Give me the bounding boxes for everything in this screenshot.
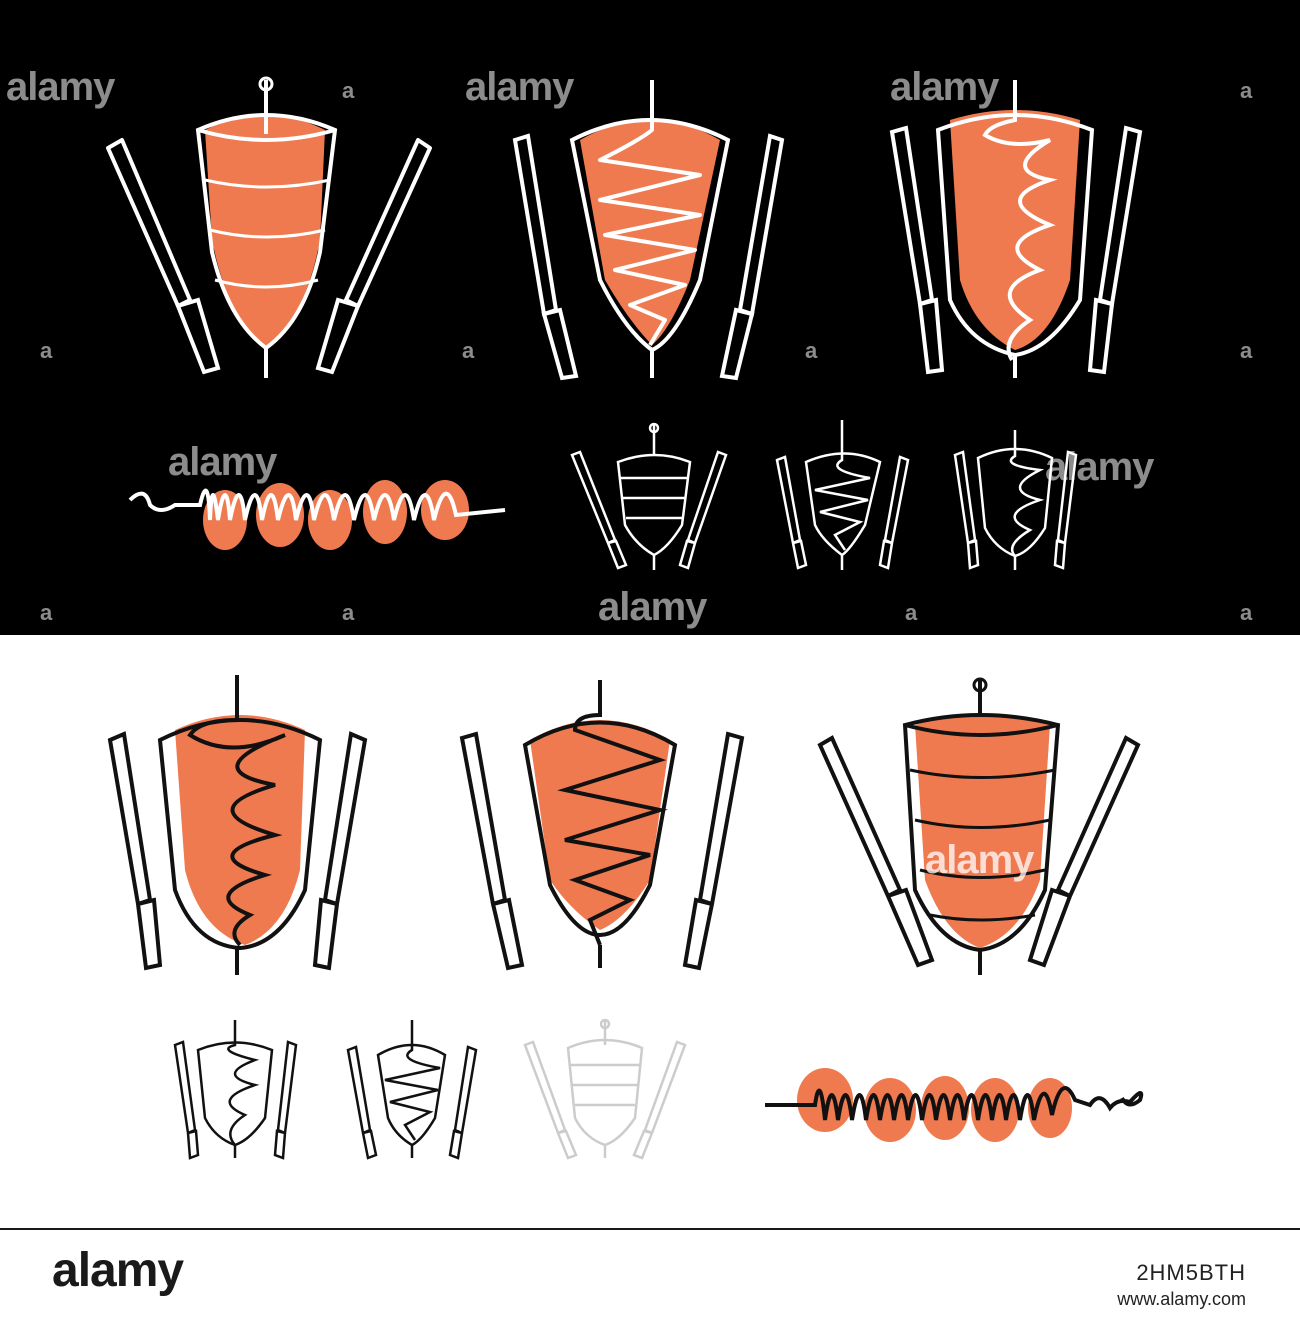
skewer-icon-light <box>765 1068 1144 1142</box>
doner-outline-light-3 <box>523 1018 687 1160</box>
doner-outline-light-1 <box>173 1020 298 1160</box>
doner-outline-light-2 <box>346 1020 478 1160</box>
watermark-letter: a <box>1240 600 1253 625</box>
image-id: 2HM5BTH <box>1136 1260 1246 1285</box>
watermark-letter: a <box>40 600 53 625</box>
watermark-letter: a <box>905 600 918 625</box>
footer-bar <box>0 1228 1300 1318</box>
watermark-letter: a <box>805 338 818 363</box>
alamy-logo: alamy <box>52 1244 184 1297</box>
footer-url[interactable]: www.alamy.com <box>1117 1289 1246 1309</box>
doner-outline-dark-3 <box>953 430 1078 570</box>
doner-icon-dark-3 <box>889 80 1143 378</box>
doner-icon-dark-2 <box>512 80 785 381</box>
watermark-letter: a <box>342 78 355 103</box>
doner-icon-light-3 <box>817 677 1141 975</box>
watermark-letter: a <box>1240 78 1253 103</box>
illustration-canvas <box>106 76 1144 1160</box>
doner-outline-dark-2 <box>775 420 910 570</box>
watermark-letter: a <box>40 338 53 363</box>
doner-outline-dark-1 <box>570 422 728 570</box>
doner-icon-light-1 <box>107 675 368 975</box>
skewer-icon-dark <box>128 480 506 550</box>
doner-icon-dark-1 <box>106 76 432 378</box>
watermark-letter: a <box>462 338 475 363</box>
watermark-letter: a <box>1240 338 1253 363</box>
doner-icon-light-2 <box>459 680 745 971</box>
watermark-letter: a <box>342 600 355 625</box>
